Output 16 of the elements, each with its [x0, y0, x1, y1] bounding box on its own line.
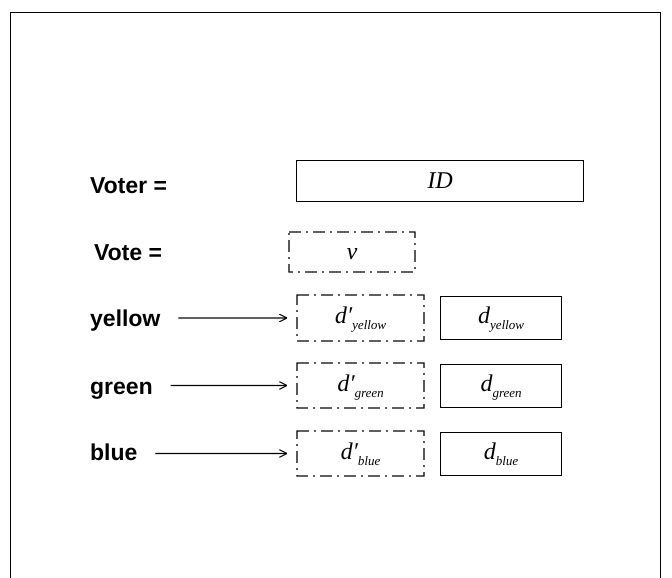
equation-label: Vote =	[94, 238, 162, 266]
arrow	[178, 313, 288, 323]
arrow	[170, 380, 288, 390]
text-field: ID	[296, 160, 584, 202]
color-label: blue	[90, 438, 138, 466]
dashed-field: d′$_{green}$	[297, 363, 424, 408]
dashed-field: d′$_{yellow}$	[297, 295, 424, 341]
dashed-field: v	[289, 232, 415, 272]
arrow	[155, 448, 288, 458]
text-field: d$_{green}$	[440, 364, 562, 408]
color-label: yellow	[90, 304, 160, 332]
color-label: green	[90, 372, 153, 400]
dashed-field: d′$_{blue}$	[297, 431, 424, 476]
text-field: d$_{blue}$	[440, 432, 562, 476]
equation-label: Voter =	[90, 171, 167, 199]
text-field: d$_{yellow}$	[440, 296, 562, 340]
